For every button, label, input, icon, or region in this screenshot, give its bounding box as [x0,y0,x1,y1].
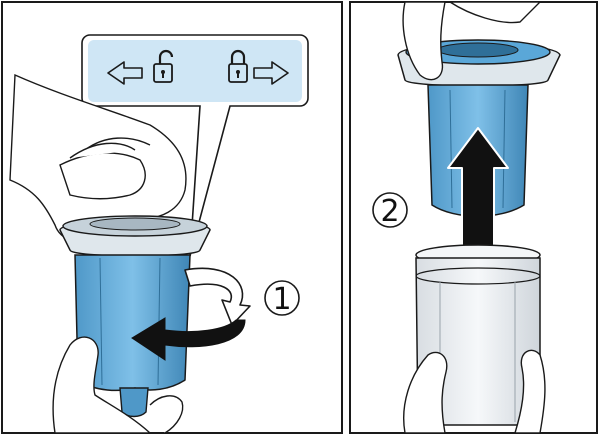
rotate-arrow-icon [131,267,251,361]
step-badge-1: 1 [264,280,300,317]
step-number-2: 2 [380,194,399,229]
lock-callout [81,34,309,257]
step-badge-2: 2 [372,192,408,229]
arrow-right-icon [253,61,289,85]
unlock-icon [153,49,174,83]
hand-bottom [52,336,184,434]
step-number-1: 1 [272,282,291,317]
arrow-left-icon [107,61,143,85]
lock-icon [228,49,248,83]
hand-top-2 [402,1,542,81]
panel-step-2: 2 [349,1,598,434]
hand-top [9,73,187,244]
hands-bottom-2 [403,349,546,434]
panel-step-1: 1 [1,1,343,434]
